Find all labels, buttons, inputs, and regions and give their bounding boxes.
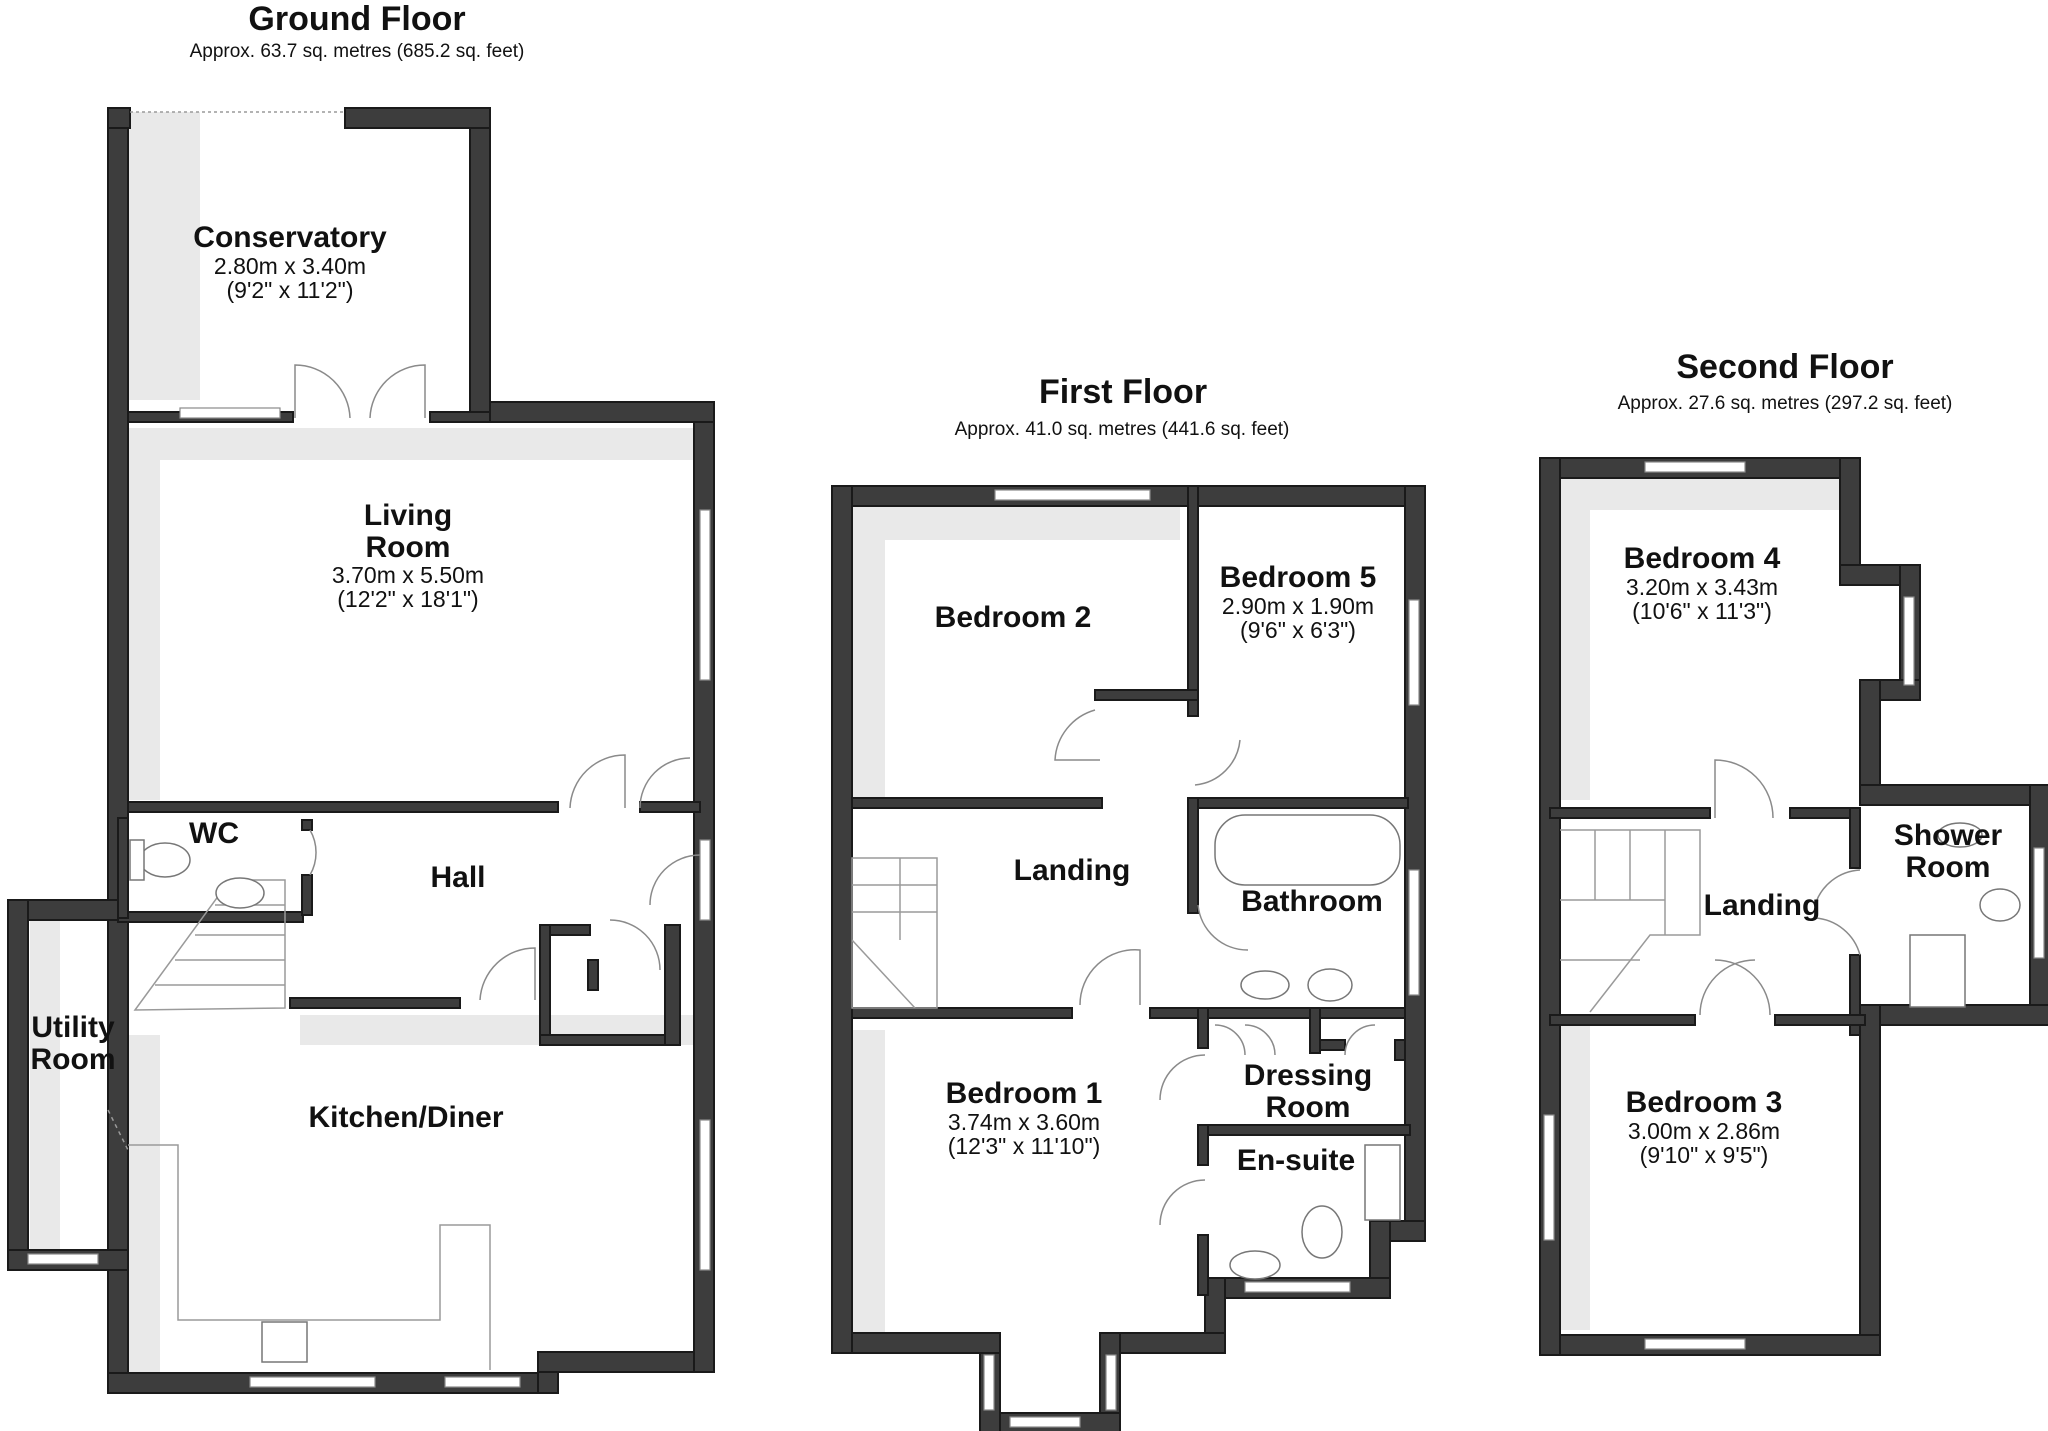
room-dim-imperial: (9'10" x 9'5") <box>1639 1141 1769 1168</box>
kitchen-diner-label: Kitchen/Diner <box>308 1101 504 1134</box>
dressing-room-label: Dressing Room <box>1244 1060 1372 1123</box>
room-dim-metric: 3.00m x 2.86m <box>1627 1117 1781 1144</box>
conservatory-label: Conservatory 2.80m x 3.40m (9'2" x 11'2"… <box>193 222 386 302</box>
ground-floor-area: Approx. 63.7 sq. metres (685.2 sq. feet) <box>189 41 525 62</box>
room-dim-metric: 2.90m x 1.90m <box>1221 592 1375 619</box>
en-suite-label: En-suite <box>1236 1144 1356 1177</box>
room-dim-imperial: (12'2" x 18'1") <box>337 586 479 613</box>
room-dim-imperial: (10'6" x 11'3") <box>1632 597 1772 624</box>
wc-label: WC <box>189 817 239 850</box>
ground-floor-title: Ground Floor <box>248 0 466 38</box>
room-name-line-2: Room <box>30 1042 116 1076</box>
room-name: Bedroom 5 <box>1219 561 1377 594</box>
hall-label: Hall <box>430 861 486 894</box>
room-name-line-1: Utility <box>31 1011 115 1044</box>
second-floor-area: Approx. 27.6 sq. metres (297.2 sq. feet) <box>1617 393 1953 414</box>
bedroom-5-label: Bedroom 5 2.90m x 1.90m (9'6" x 6'3") <box>1220 562 1377 642</box>
first-floor-landing-label: Landing <box>1013 854 1131 887</box>
room-name-line-1: Dressing <box>1243 1059 1373 1092</box>
second-floor-landing-label: Landing <box>1703 889 1821 922</box>
room-dim-metric: 3.70m x 5.50m <box>331 562 485 588</box>
room-name: Bedroom 3 <box>1625 1086 1783 1119</box>
room-name-line-2: Room <box>365 530 451 564</box>
room-dim-imperial: (9'2" x 11'2") <box>226 276 354 303</box>
living-room-label: Living Room 3.70m x 5.50m (12'2" x 18'1"… <box>332 500 484 611</box>
second-floor-plan <box>1539 457 2048 1356</box>
room-dim-imperial: (9'6" x 6'3") <box>1240 616 1356 643</box>
bedroom-3-label: Bedroom 3 3.00m x 2.86m (9'10" x 9'5") <box>1626 1087 1783 1167</box>
first-floor-plan <box>831 485 1426 1431</box>
second-floor-title: Second Floor <box>1676 348 1894 386</box>
room-name: Bedroom 4 <box>1623 542 1781 575</box>
room-name-line-2: Room <box>1265 1090 1351 1124</box>
second-floor-walls <box>1539 457 2048 1356</box>
first-floor-area: Approx. 41.0 sq. metres (441.6 sq. feet) <box>954 419 1290 440</box>
ground-floor-plan <box>7 107 715 1394</box>
bedroom-4-label: Bedroom 4 3.20m x 3.43m (10'6" x 11'3") <box>1624 543 1781 623</box>
first-floor-title: First Floor <box>1038 373 1208 411</box>
bedroom-1-label: Bedroom 1 3.74m x 3.60m (12'3" x 11'10") <box>946 1078 1103 1158</box>
room-dim-metric: 3.74m x 3.60m <box>947 1108 1101 1135</box>
room-dim-imperial: (12'3" x 11'10") <box>947 1132 1101 1159</box>
room-dim-metric: 2.80m x 3.40m <box>213 252 367 279</box>
room-name-line-2: Room <box>1905 850 1991 884</box>
shower-room-label: Shower Room <box>1894 820 2002 883</box>
room-name-line-1: Living <box>363 499 453 532</box>
bedroom-2-label: Bedroom 2 <box>934 601 1092 634</box>
room-name: Bedroom 1 <box>945 1077 1103 1110</box>
utility-room-label: Utility Room <box>31 1012 116 1075</box>
bathroom-label: Bathroom <box>1241 885 1383 918</box>
room-name-line-1: Shower <box>1893 819 2003 852</box>
room-name: Conservatory <box>193 221 387 254</box>
room-dim-metric: 3.20m x 3.43m <box>1625 573 1779 600</box>
